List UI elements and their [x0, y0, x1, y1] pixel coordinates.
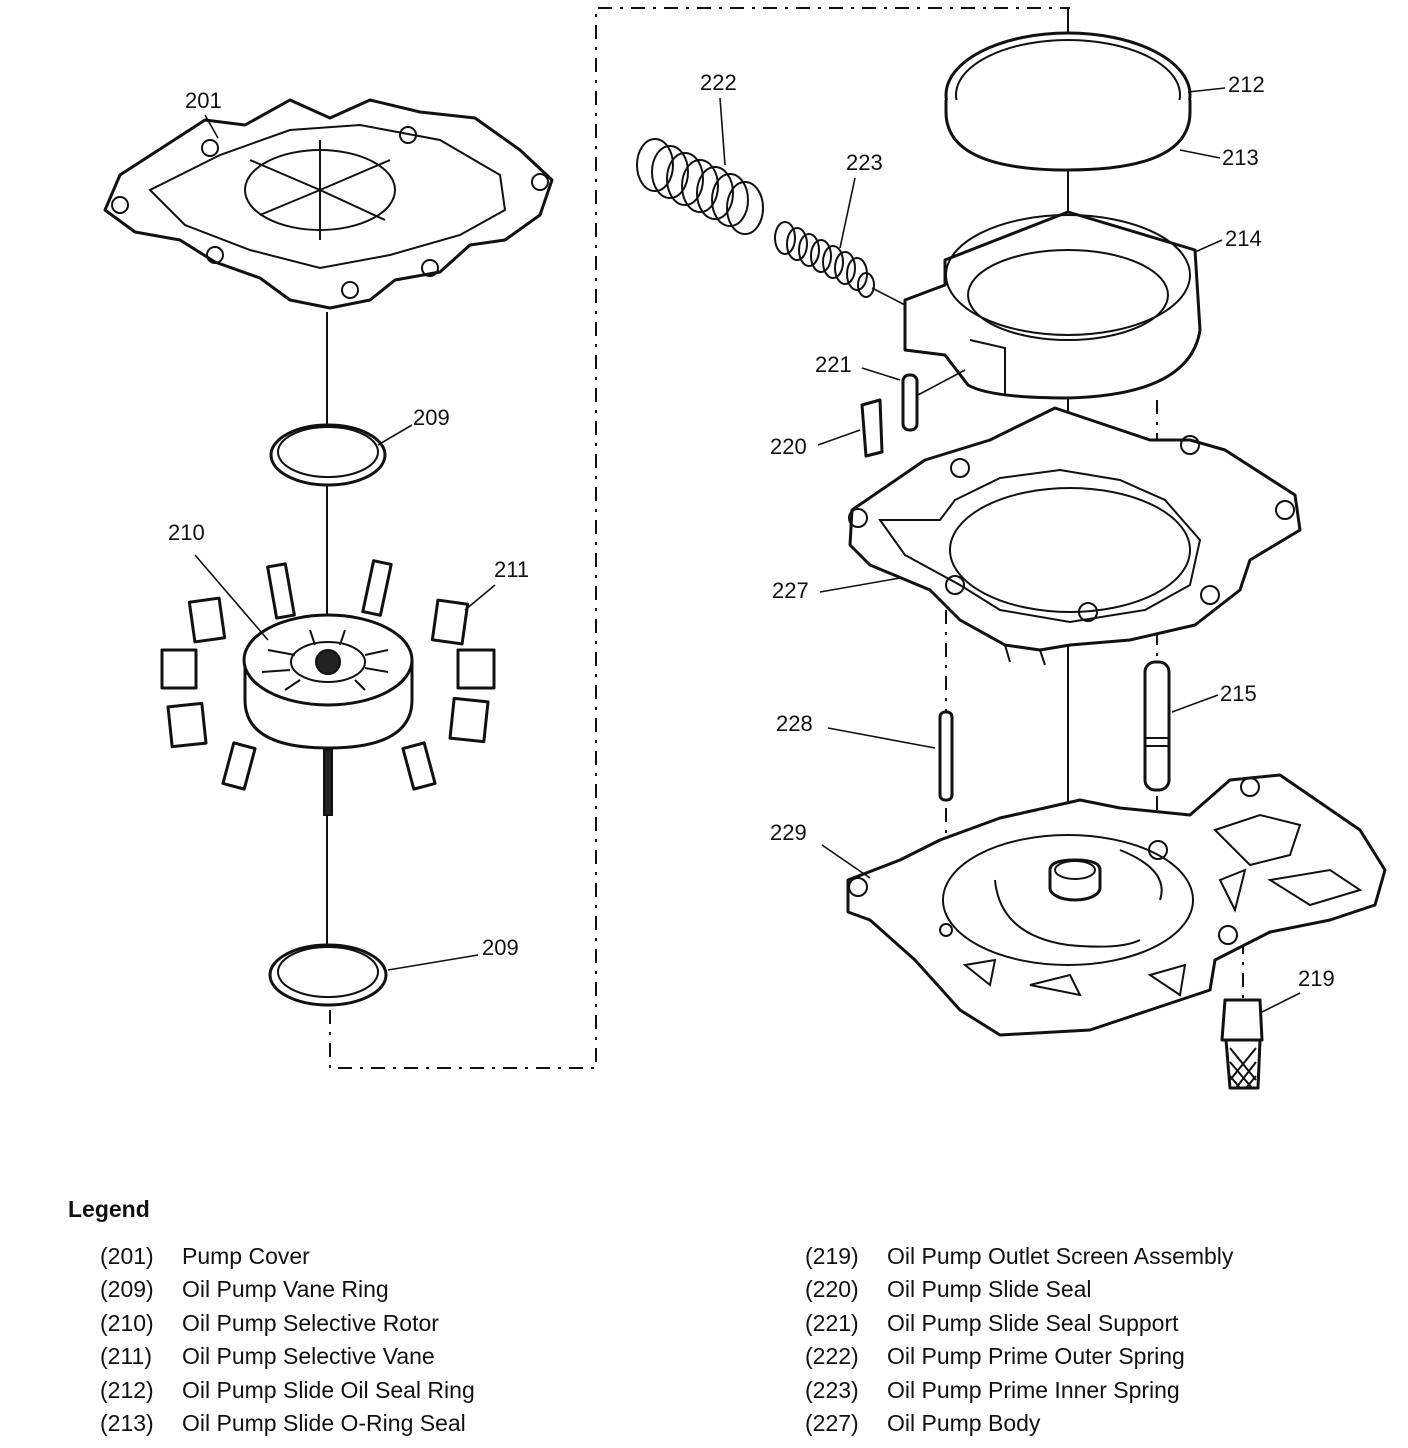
- legend-item-label: Oil Pump Body: [887, 1409, 1041, 1436]
- callout-223: 223: [846, 150, 883, 175]
- legend-item-number: (210): [100, 1309, 154, 1336]
- callout-214: 214: [1225, 226, 1262, 251]
- pin-215-part: [1143, 660, 1171, 792]
- callout-215: 215: [1220, 681, 1257, 706]
- legend-item: (210) Oil Pump Selective Rotor: [100, 1307, 475, 1340]
- callout-209-lower: 209: [482, 935, 519, 960]
- callout-213: 213: [1222, 145, 1259, 170]
- legend-item-number: (220): [805, 1276, 859, 1303]
- callout-227: 227: [772, 578, 809, 603]
- legend-title: Legend: [68, 1196, 150, 1222]
- legend-item: (221) Oil Pump Slide Seal Support: [805, 1307, 1233, 1340]
- pump-base-part: [846, 773, 1387, 1037]
- prime-outer-spring-part: [636, 138, 764, 235]
- legend-item: (209) Oil Pump Vane Ring: [100, 1273, 475, 1306]
- exploded-parts-diagram: 201 209 210 211 209: [103, 7, 1387, 1090]
- legend-item-label: Oil Pump Outlet Screen Assembly: [887, 1243, 1234, 1269]
- legend-item-number: (211): [100, 1343, 152, 1370]
- legend-item-label: Oil Pump Slide O-Ring Seal: [182, 1409, 466, 1436]
- callout-212: 212: [1228, 72, 1265, 97]
- legend-item-label: Oil Pump Slide Oil Seal Ring: [182, 1376, 475, 1403]
- legend-item: (227) Oil Pump Body: [805, 1407, 1233, 1440]
- pin-228-part: [938, 710, 954, 802]
- legend-item: (211) Oil Pump Selective Vane: [100, 1340, 475, 1373]
- legend-item-number: (221): [805, 1309, 859, 1336]
- legend-item-number: (209): [100, 1276, 154, 1303]
- legend-item-number: (223): [805, 1376, 859, 1403]
- legend-item-number: (212): [100, 1376, 154, 1403]
- pump-body-part: [848, 406, 1302, 666]
- legend-item-label: Oil Pump Selective Vane: [182, 1343, 435, 1370]
- legend-item: (220) Oil Pump Slide Seal: [805, 1273, 1233, 1306]
- legend-item: (201) Pump Cover: [100, 1240, 475, 1273]
- legend-item: (223) Oil Pump Prime Inner Spring: [805, 1374, 1233, 1407]
- legend-item: (212) Oil Pump Slide Oil Seal Ring: [100, 1374, 475, 1407]
- slide-o-ring-seal-part: [944, 100, 1192, 172]
- callout-228: 228: [776, 711, 813, 736]
- pump-cover-part: [103, 98, 554, 310]
- assembly-guide-line: [329, 7, 1070, 1069]
- legend-item-number: (201): [100, 1243, 154, 1269]
- callout-221: 221: [815, 352, 852, 377]
- selective-vanes-part: [160, 559, 496, 816]
- legend-right-column: (219) Oil Pump Outlet Screen Assembly (22…: [805, 1240, 1233, 1440]
- legend-item-label: Oil Pump Slide Seal: [887, 1276, 1092, 1303]
- callout-222: 222: [700, 70, 737, 95]
- prime-inner-spring-part: [774, 221, 906, 306]
- selective-rotor-part: [242, 613, 414, 750]
- callout-210: 210: [168, 520, 205, 545]
- legend-item-label: Oil Pump Vane Ring: [182, 1276, 389, 1303]
- callout-219: 219: [1298, 966, 1335, 991]
- vane-ring-upper-part: [269, 423, 387, 487]
- pump-slide-part: [903, 210, 1202, 400]
- legend-item-label: Oil Pump Prime Outer Spring: [887, 1343, 1185, 1370]
- legend-item-label: Oil Pump Slide Seal Support: [887, 1309, 1179, 1336]
- vane-ring-lower-part: [268, 943, 388, 1007]
- slide-seal-part: [860, 398, 884, 458]
- callout-220: 220: [770, 434, 807, 459]
- legend-item-number: (227): [805, 1409, 859, 1436]
- legend-item: (219) Oil Pump Outlet Screen Assembly: [805, 1240, 1233, 1273]
- callout-209-upper: 209: [413, 405, 450, 430]
- callout-201: 201: [185, 88, 222, 113]
- callout-211: 211: [494, 557, 529, 582]
- legend-item-number: (222): [805, 1343, 859, 1370]
- legend-left-column: (201)Pump Cover (209)Oil Pump Vane Ring …: [100, 1240, 475, 1440]
- outlet-screen-assembly-part: [1220, 998, 1264, 1090]
- legend-item-number: (219): [805, 1243, 859, 1269]
- legend-item: (213) Oil Pump Slide O-Ring Seal: [100, 1407, 475, 1440]
- legend-item-number: (213): [100, 1409, 154, 1436]
- legend-item-label: Oil Pump Selective Rotor: [182, 1309, 439, 1336]
- legend-item-label: Pump Cover: [182, 1243, 310, 1269]
- legend-item-label: Oil Pump Prime Inner Spring: [887, 1376, 1180, 1403]
- callout-229: 229: [770, 820, 807, 845]
- legend-item: (222) Oil Pump Prime Outer Spring: [805, 1340, 1233, 1373]
- slide-seal-support-part: [901, 373, 919, 432]
